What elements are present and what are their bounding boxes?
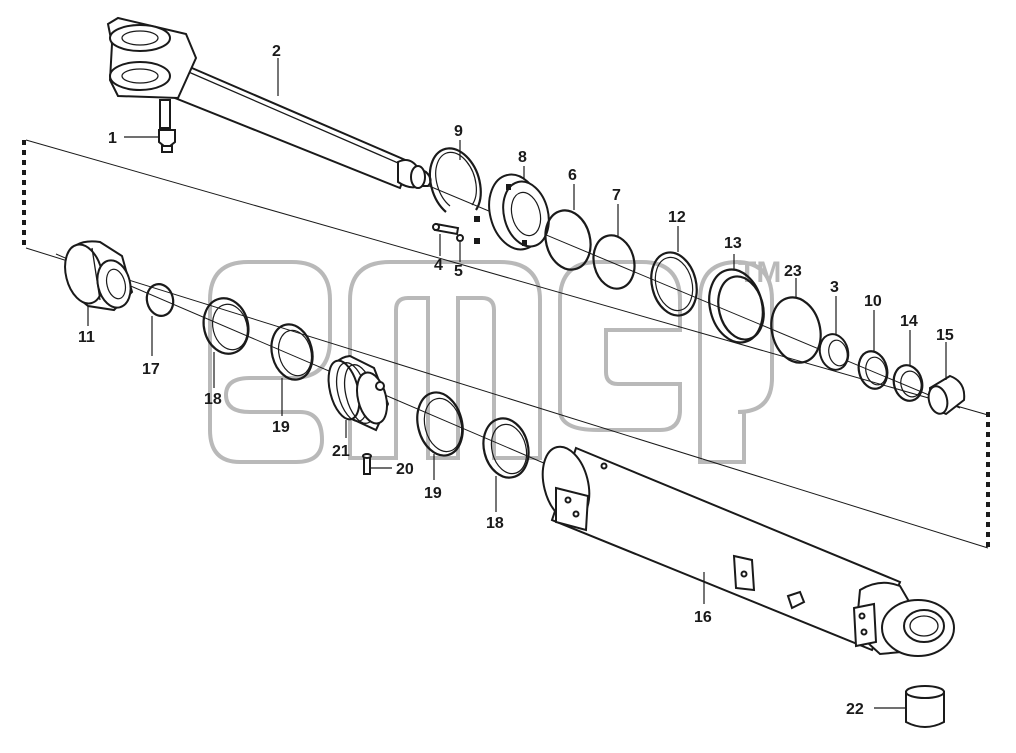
ball bbox=[456, 216, 480, 244]
bushing-15 bbox=[927, 374, 966, 416]
leader-lines bbox=[87, 58, 947, 709]
cylinder-tube bbox=[541, 445, 955, 657]
piston-rod bbox=[106, 16, 432, 190]
bushing-22 bbox=[905, 685, 945, 728]
backup-ring-7 bbox=[592, 234, 636, 290]
callout-5: 5 bbox=[454, 263, 463, 280]
callout-15: 15 bbox=[936, 327, 954, 344]
callout-8: 8 bbox=[518, 149, 527, 166]
callout-23: 23 bbox=[784, 263, 802, 280]
callout-labels: 1 2 3 4 5 6 7 8 9 10 11 12 13 14 15 16 1… bbox=[78, 43, 954, 718]
callout-13: 13 bbox=[724, 235, 742, 252]
callout-7: 7 bbox=[612, 187, 621, 204]
callout-17: 17 bbox=[142, 361, 160, 378]
callout-1: 1 bbox=[108, 130, 117, 147]
callout-6: 6 bbox=[568, 167, 577, 184]
bolt bbox=[362, 453, 372, 475]
callout-20: 20 bbox=[396, 461, 414, 478]
seal-19-upper bbox=[270, 323, 314, 381]
snap-ring bbox=[428, 147, 482, 213]
backup-ring-18-lower bbox=[482, 417, 530, 479]
callout-10: 10 bbox=[864, 293, 882, 310]
callout-2: 2 bbox=[272, 43, 281, 60]
watermark-logo: TM bbox=[208, 256, 781, 464]
callout-11: 11 bbox=[78, 329, 95, 346]
watermark-trademark: TM bbox=[738, 256, 781, 289]
callout-18-upper: 18 bbox=[204, 391, 222, 408]
callout-3: 3 bbox=[830, 279, 839, 296]
callout-19-lower: 19 bbox=[424, 485, 442, 502]
callout-14: 14 bbox=[900, 313, 918, 330]
seal-19-lower bbox=[416, 391, 464, 457]
callout-22: 22 bbox=[846, 701, 864, 718]
cylinder-head bbox=[64, 240, 134, 312]
wiper-3 bbox=[818, 333, 850, 371]
backup-ring-18-upper bbox=[202, 297, 250, 355]
seal-12 bbox=[650, 251, 698, 317]
piston bbox=[327, 354, 390, 432]
callout-12: 12 bbox=[668, 209, 686, 226]
callout-18-lower: 18 bbox=[486, 515, 504, 532]
guide-nut bbox=[488, 173, 550, 251]
set-screw bbox=[432, 222, 460, 236]
o-ring-23 bbox=[770, 296, 822, 364]
o-ring-17 bbox=[145, 283, 175, 317]
callout-19-upper: 19 bbox=[272, 419, 290, 436]
callout-9: 9 bbox=[454, 123, 463, 140]
o-ring-6 bbox=[544, 209, 592, 271]
rod-seal-13 bbox=[708, 268, 765, 344]
ring-14 bbox=[892, 364, 924, 402]
axis-lines bbox=[25, 139, 989, 549]
callout-16: 16 bbox=[694, 609, 712, 626]
callout-21: 21 bbox=[332, 443, 350, 460]
ring-10 bbox=[857, 350, 889, 390]
grease-fitting bbox=[158, 129, 176, 153]
callout-4: 4 bbox=[434, 257, 443, 274]
